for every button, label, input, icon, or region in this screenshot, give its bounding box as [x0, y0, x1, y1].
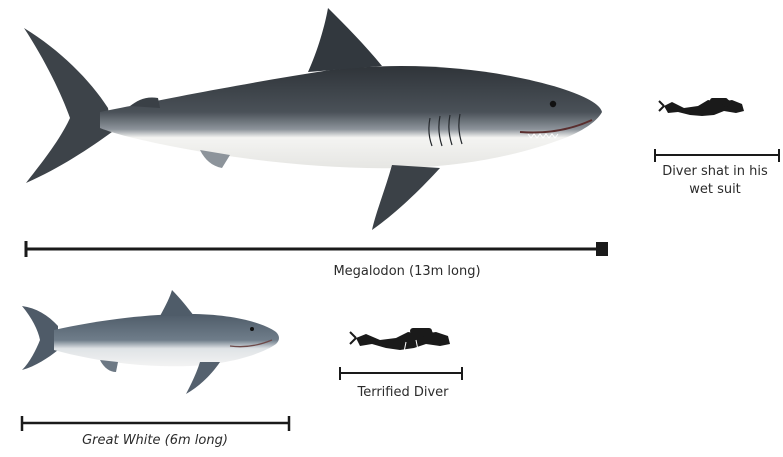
great-white-label: Great White (6m long): [60, 433, 250, 448]
great-white-scale-bar: [22, 416, 289, 431]
diver-suit-label: Diver shat in his wet suit: [650, 163, 780, 199]
terrified-diver-scale-bar: [340, 367, 462, 380]
scuba-diver-silhouette: [350, 328, 450, 352]
terrified-diver-label: Terrified Diver: [338, 385, 468, 400]
diver-suit-scale-bar: [655, 149, 779, 162]
megalodon-scale-bar: [26, 241, 608, 257]
great-white-shark-illustration: [22, 290, 279, 394]
megalodon-shark-illustration: [24, 8, 602, 230]
scuba-diver-silhouette-small: [659, 98, 744, 116]
megalodon-label: Megalodon (13m long): [322, 264, 492, 279]
